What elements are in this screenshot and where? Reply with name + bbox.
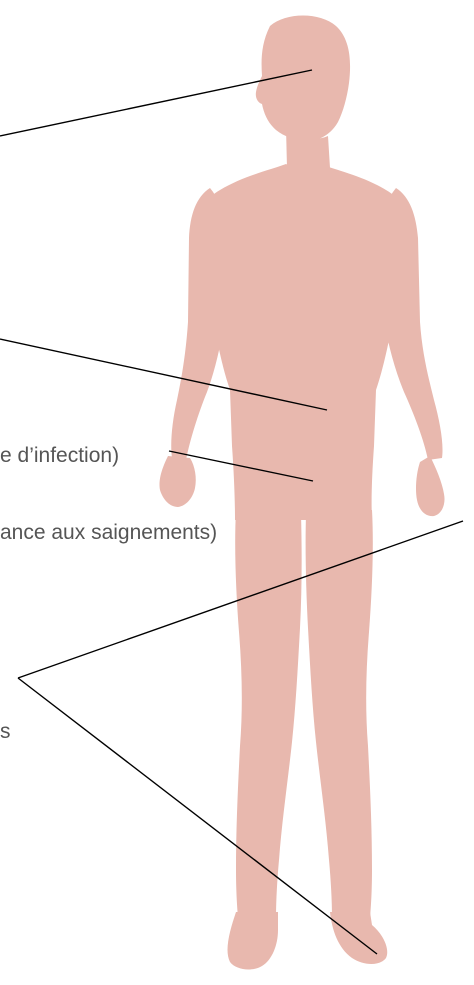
label-infection-fragment: e d’infection)	[0, 444, 119, 468]
torso	[197, 164, 409, 520]
left-foot	[228, 912, 278, 969]
left-arm	[171, 188, 229, 460]
right-hand	[416, 456, 445, 516]
left-hand	[159, 456, 195, 507]
right-arm	[378, 188, 443, 460]
label-bleeding-fragment: ance aux saignements)	[0, 521, 217, 545]
right-leg	[306, 510, 373, 918]
head	[256, 16, 350, 141]
left-leg	[235, 510, 301, 918]
label-partial-fragment: s	[0, 720, 11, 744]
right-foot	[330, 912, 387, 964]
